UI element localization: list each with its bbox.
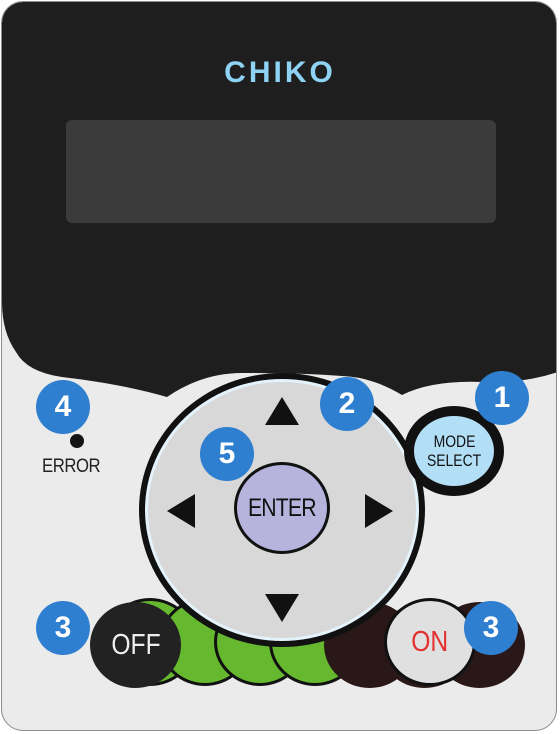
right-arrow-icon[interactable]	[365, 494, 393, 528]
enter-button-label: ENTER	[248, 493, 317, 522]
callout-badge-5: 5	[200, 427, 254, 481]
mode-select-button[interactable]: MODE SELECT	[410, 412, 498, 490]
off-button-label: OFF	[110, 628, 161, 661]
callout-badge-1: 1	[475, 371, 529, 425]
down-arrow-icon[interactable]	[265, 594, 299, 622]
error-led	[70, 434, 84, 448]
mode-button-label-line1: MODE	[433, 432, 475, 451]
left-arrow-icon[interactable]	[167, 494, 195, 528]
brand-logo: CHIKO	[224, 56, 336, 89]
callout-badge-4: 4	[36, 380, 90, 434]
up-arrow-icon[interactable]	[265, 397, 299, 425]
callout-badge-3-off: 3	[36, 601, 90, 655]
off-button[interactable]: OFF	[90, 602, 181, 688]
enter-button[interactable]: ENTER	[234, 462, 330, 554]
callout-badge-2: 2	[320, 377, 374, 431]
on-button[interactable]: ON	[384, 598, 476, 686]
error-label: ERROR	[42, 456, 101, 477]
callout-badge-3-on: 3	[464, 601, 518, 655]
on-button-label: ON	[411, 625, 449, 658]
mode-button-label-line2: SELECT	[426, 451, 482, 470]
lcd-display	[66, 120, 496, 223]
